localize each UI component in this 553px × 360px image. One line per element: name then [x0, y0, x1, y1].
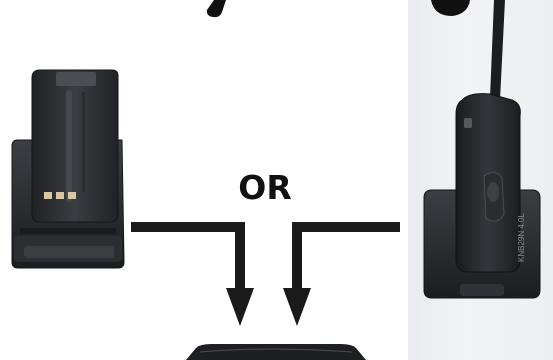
two-way-radio-icon: KNB29N 4.0L	[424, 0, 540, 298]
battery-pack-icon	[12, 70, 124, 268]
charger-base-icon	[186, 344, 366, 360]
down-arrow-icon	[131, 222, 400, 326]
or-label: OR	[232, 168, 298, 208]
device-print-label: KNB29N 4.0L	[517, 213, 526, 262]
cropped-heading-fragment	[207, 0, 470, 17]
